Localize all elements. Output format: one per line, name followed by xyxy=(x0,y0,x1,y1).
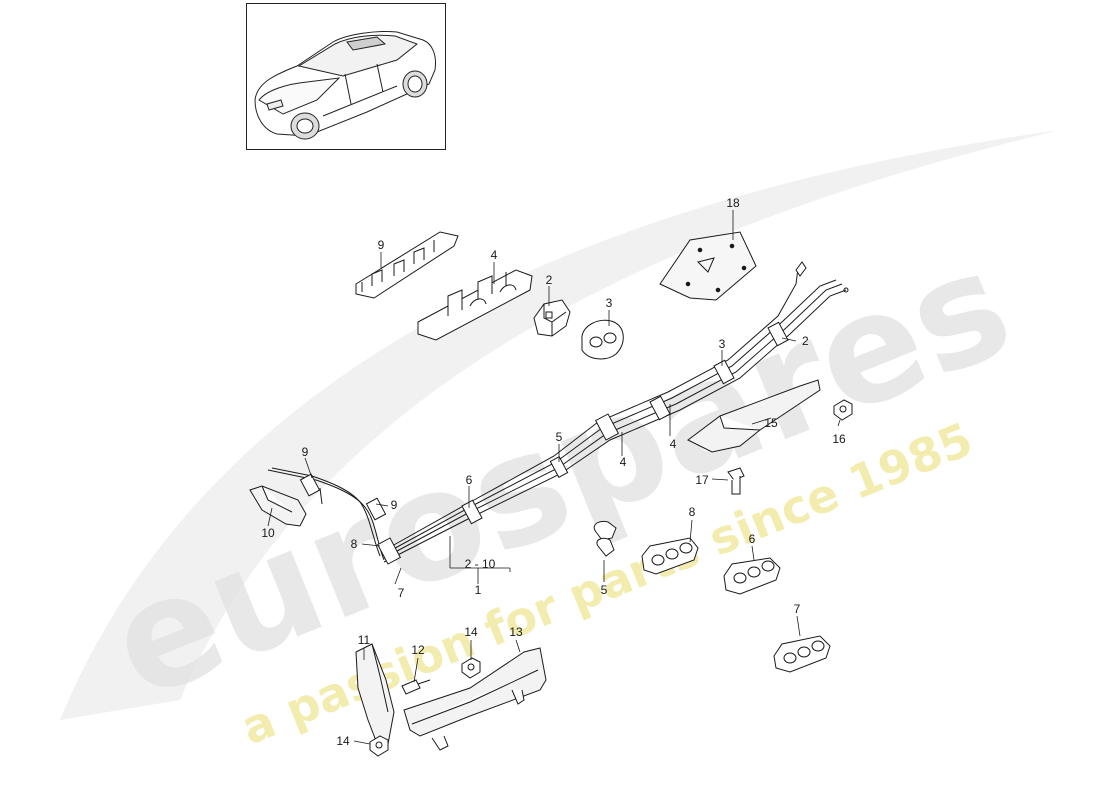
callout-5-bundle: 5 xyxy=(556,430,563,444)
vehicle-thumbnail-icon xyxy=(254,31,436,140)
vehicle-thumbnail-frame xyxy=(246,3,446,150)
part-5-clip xyxy=(593,521,617,557)
callout-17: 17 xyxy=(695,473,709,487)
callout-3-bundle: 3 xyxy=(719,337,726,351)
callout-8-loose: 8 xyxy=(689,505,696,519)
callout-10: 10 xyxy=(261,526,275,540)
callout-1: 1 xyxy=(475,583,482,597)
part-17-bolt xyxy=(727,467,745,495)
callout-6-bundle: 6 xyxy=(466,473,473,487)
part-9-clip-strip xyxy=(355,231,459,299)
callout-5-loose: 5 xyxy=(601,583,608,597)
callout-18: 18 xyxy=(726,196,740,210)
part-14-nut-a xyxy=(461,657,481,679)
callout-14-lower: 14 xyxy=(336,734,350,748)
watermark-swoosh xyxy=(60,130,1060,720)
callout-12: 12 xyxy=(411,643,425,657)
callout-7-bundle: 7 xyxy=(398,586,405,600)
part-16-nut xyxy=(833,399,853,421)
part-4-clip-strip xyxy=(417,269,533,341)
callout-6-loose: 6 xyxy=(749,532,756,546)
callout-11: 11 xyxy=(358,633,371,647)
callout-labels: 9 4 2 3 18 3 2 4 4 5 9 9 6 8 7 10 2 - 10… xyxy=(261,196,846,748)
callout-2-bundle: 2 xyxy=(802,334,809,348)
callout-9-left: 9 xyxy=(302,445,309,459)
callout-14-upper: 14 xyxy=(464,625,478,639)
callout-15: 15 xyxy=(764,416,778,430)
leader-lines xyxy=(267,210,841,745)
part-14-nut-b xyxy=(369,735,389,757)
callout-9-top: 9 xyxy=(378,238,385,252)
callout-9-mid: 9 xyxy=(391,498,398,512)
callout-2-10: 2 - 10 xyxy=(465,557,496,571)
part-15-guard xyxy=(687,379,821,453)
callout-8-bundle: 8 xyxy=(351,537,358,551)
callout-4-top: 4 xyxy=(491,248,498,262)
callout-16: 16 xyxy=(832,432,846,446)
part-1-pipe-bundle xyxy=(267,261,849,563)
callout-7-loose: 7 xyxy=(794,602,801,616)
part-6-triple-clip xyxy=(723,557,781,595)
callout-4-right: 4 xyxy=(670,437,677,451)
callout-3-top: 3 xyxy=(606,296,613,310)
part-18-heat-shield xyxy=(659,231,757,301)
callout-4-mid: 4 xyxy=(620,455,627,469)
part-7-triple-clip xyxy=(773,635,831,673)
part-3-grommet xyxy=(581,319,624,360)
part-10-guard xyxy=(249,485,307,527)
part-8-triple-clip xyxy=(641,537,699,575)
callout-13: 13 xyxy=(509,625,523,639)
part-12-bolt xyxy=(401,679,431,695)
part-2-clip xyxy=(533,299,571,337)
bundle-clips xyxy=(299,321,789,565)
part-13-rail xyxy=(403,647,547,751)
callout-2-top: 2 xyxy=(546,273,553,287)
